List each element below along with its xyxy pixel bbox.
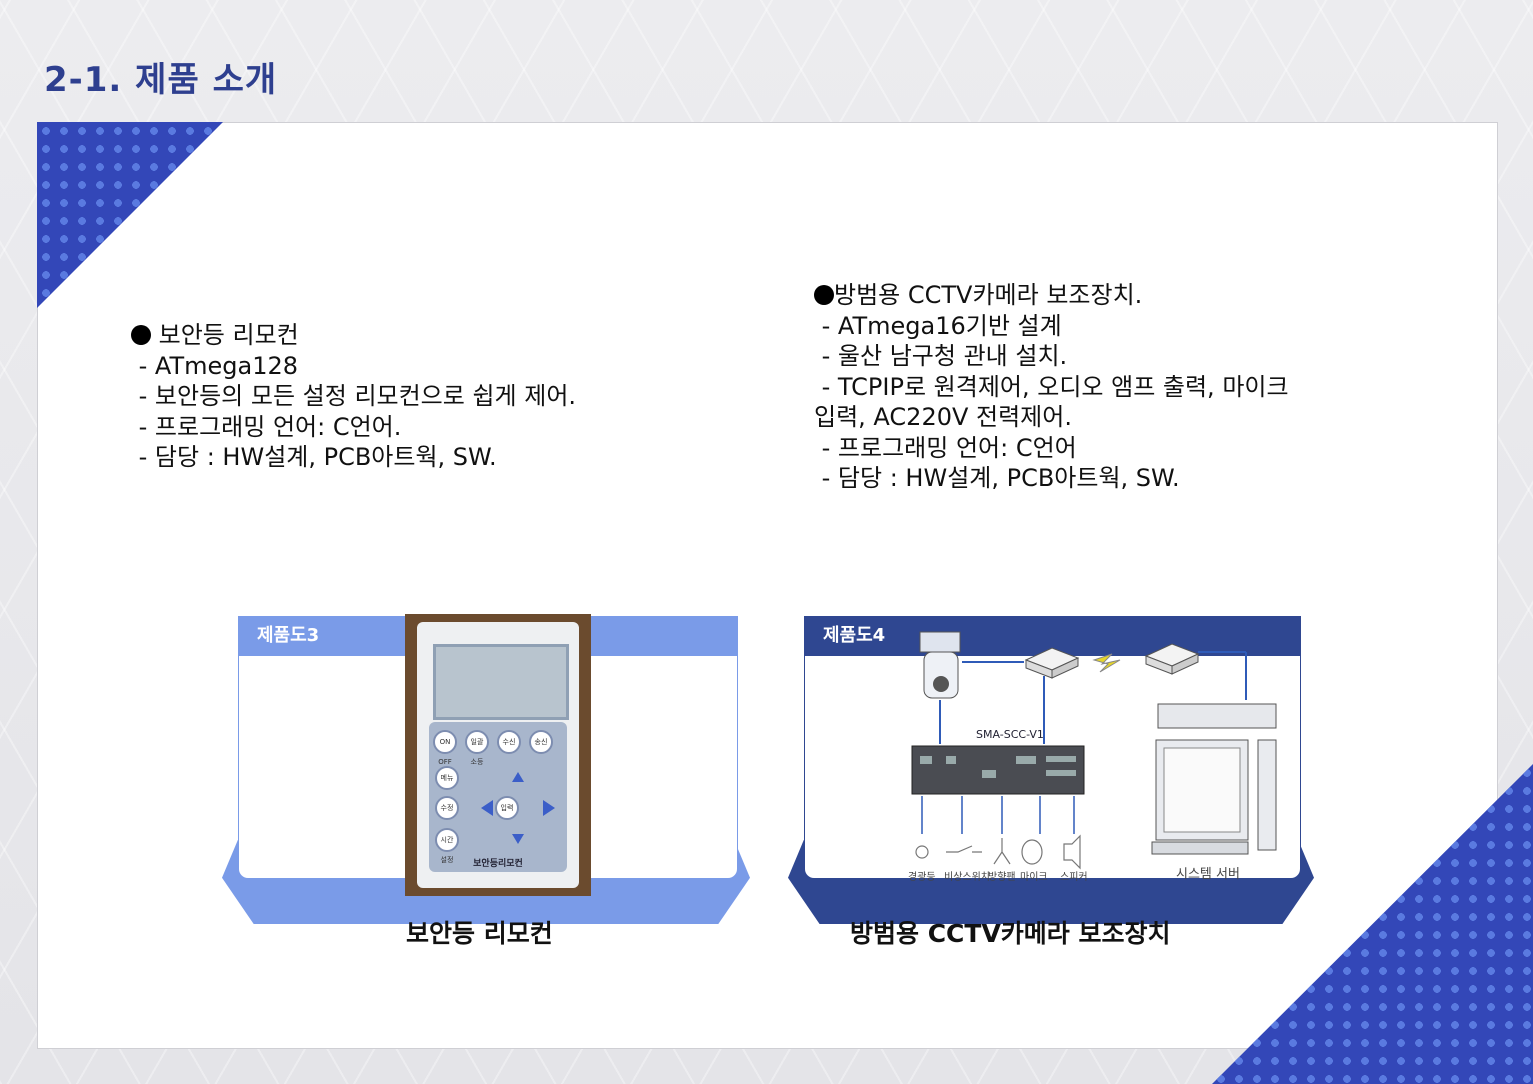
figure-caption-left: 보안등 리모컨 [406, 919, 553, 948]
arrow-keys-icon [481, 772, 555, 844]
right-line: - 프로그래밍 언어: C언어 [814, 433, 1077, 462]
left-line: - 보안등의 모든 설정 리모컨으로 쉽게 제어. [131, 382, 577, 410]
right-heading: 방범용 CCTV카메라 보조장치. [814, 280, 1289, 311]
microphone-icon [1021, 839, 1043, 865]
left-line: - 담당 : HW설계, PCB아트웍, SW. [131, 443, 497, 471]
camera-icon [919, 631, 961, 699]
board-label: SMA-SCC-V1 [976, 728, 1044, 741]
left-description: 보안등 리모컨 - ATmega128 - 보안등의 모든 설정 리모컨으로 쉽… [131, 320, 576, 473]
bullet-icon [131, 325, 151, 345]
right-line: - 울산 남구청 관내 설치. [814, 342, 1068, 370]
key-enter: 입력 [495, 796, 519, 820]
emergency-switch-icon [946, 845, 982, 853]
right-line: - TCPIP로 원격제어, 오디오 앰프 출력, 마이크 [814, 372, 1289, 401]
network-device-icon [1024, 647, 1080, 679]
key-send: 송신 [529, 730, 553, 754]
warning-light-icon [915, 845, 929, 859]
peripheral-label: 방향팬 [988, 871, 1016, 883]
left-heading: 보안등 리모컨 [131, 320, 576, 351]
figure-caption-right: 방범용 CCTV카메라 보조장치 [850, 919, 1171, 948]
left-line: - ATmega128 [131, 351, 299, 380]
peripheral-label: 스피커 [1060, 871, 1088, 883]
network-device-icon [1144, 643, 1200, 675]
wireless-link-icon [1092, 653, 1121, 673]
right-line: - 담당 : HW설계, PCB아트웍, SW. [814, 464, 1180, 492]
speaker-icon [1063, 834, 1081, 870]
cctv-system-diagram: SMA-SCC-V1 경광등 비상스위치 방향팬 마이크 스피커 시스템 서버 [908, 631, 1277, 883]
keypad: ON OFF 일괄 소등 수신 송신 메뉴 수정 입력 시간 설정 [429, 722, 567, 872]
lcd-screen [433, 644, 569, 720]
peripheral-label: 비상스위치 [944, 870, 990, 883]
key-all-off: 일괄 소등 [465, 730, 489, 766]
remote-label: 보안등리모컨 [473, 859, 523, 869]
right-line: 입력, AC220V 전력제어. [814, 403, 1072, 431]
remote-body: ON OFF 일괄 소등 수신 송신 메뉴 수정 입력 시간 설정 보안등리모컨 [417, 622, 579, 888]
remote-control-photo: ON OFF 일괄 소등 수신 송신 메뉴 수정 입력 시간 설정 보안등리모컨 [405, 614, 591, 896]
key-edit: 수정 [435, 796, 459, 820]
peripheral-label: 경광등 [908, 870, 936, 883]
server-label: 시스템 서버 [1176, 867, 1240, 882]
key-menu: 메뉴 [435, 766, 459, 790]
server-computer-icon [1151, 703, 1277, 855]
key-time-set: 시간 설정 [435, 828, 459, 864]
key-receive: 수신 [497, 730, 521, 754]
right-description: 방범용 CCTV카메라 보조장치. - ATmega16기반 설계 - 울산 남… [814, 280, 1289, 494]
page-title: 2-1. 제품 소개 [44, 60, 278, 100]
fan-icon [993, 838, 1011, 865]
peripheral-label: 마이크 [1020, 871, 1048, 883]
left-line: - 프로그래밍 언어: C언어. [131, 412, 402, 441]
bullet-icon [814, 285, 834, 305]
key-on-off: ON OFF [433, 730, 457, 766]
right-line: - ATmega16기반 설계 [814, 311, 1062, 340]
